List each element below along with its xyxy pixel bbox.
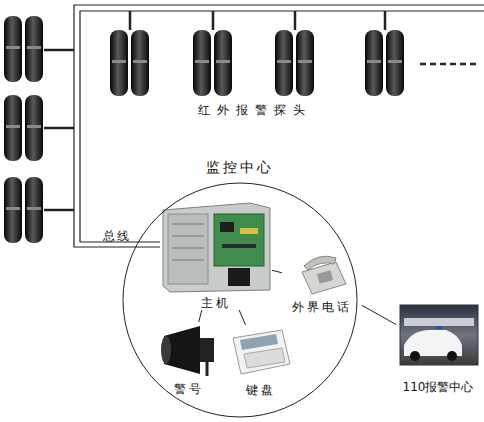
connector-line	[239, 310, 245, 325]
connector-line	[272, 270, 282, 273]
siren-image	[161, 326, 214, 376]
node-label: 警号	[148, 382, 230, 396]
connector-line	[362, 305, 396, 324]
bus-label: 总线	[103, 229, 131, 243]
detector-label: 红外报警探头	[198, 103, 312, 117]
control-panel-image	[163, 203, 270, 292]
node-label: 主机	[150, 296, 282, 310]
monitor-circle: 监控中心主机外界电话警号键盘	[122, 182, 358, 418]
keypad-unit: 键盘	[228, 325, 294, 397]
alarm-center: 110报警中心	[396, 302, 480, 394]
node-label: 外界电话	[272, 300, 372, 314]
node-label: 监控中心	[112, 160, 368, 174]
keypad-image	[233, 330, 290, 374]
phone-unit: 外界电话	[282, 252, 362, 314]
node-label: 110报警中心	[386, 380, 484, 394]
connector-line	[199, 310, 202, 322]
siren-unit: 警号	[158, 322, 220, 396]
node-label: 键盘	[218, 383, 304, 397]
host-unit: 主机	[160, 202, 272, 310]
police-photo	[400, 305, 478, 365]
telephone-image	[302, 256, 346, 294]
